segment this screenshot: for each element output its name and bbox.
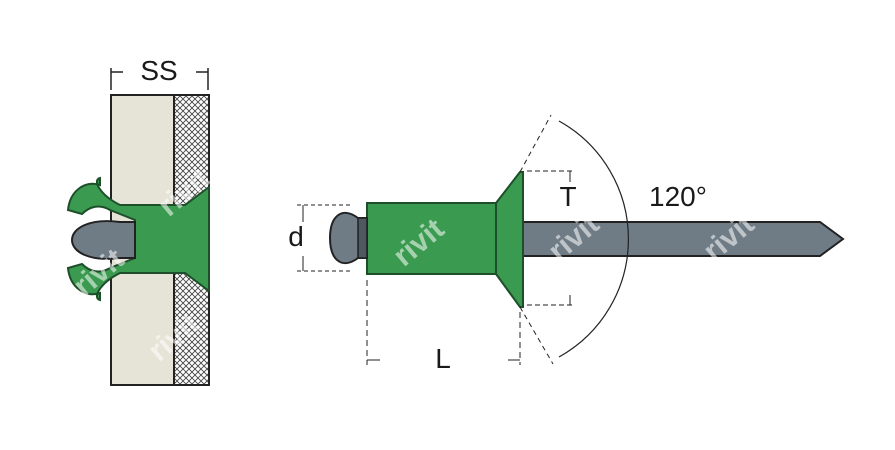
- ss-dimension: SS: [110, 55, 209, 90]
- watermark: rivit: [697, 207, 760, 268]
- d-dimension: d: [288, 204, 350, 272]
- rivet-sleeve: [366, 202, 497, 275]
- t-dimension: T: [527, 170, 577, 306]
- watermark: rivit: [542, 207, 605, 268]
- l-label: L: [435, 343, 451, 374]
- rivet-elevation: d L T 120°: [288, 114, 845, 374]
- installed-rivet-section: SS: [66, 55, 210, 386]
- d-label: d: [288, 221, 304, 252]
- mandrel-neck: [357, 217, 368, 259]
- rivet-flange: [495, 171, 524, 308]
- l-dimension: L: [366, 280, 521, 374]
- angle-label: 120°: [649, 181, 707, 212]
- angle-dimension: 120°: [519, 114, 707, 365]
- t-label: T: [559, 181, 576, 212]
- mandrel-head-installed: [70, 220, 136, 260]
- ss-label: SS: [140, 55, 177, 86]
